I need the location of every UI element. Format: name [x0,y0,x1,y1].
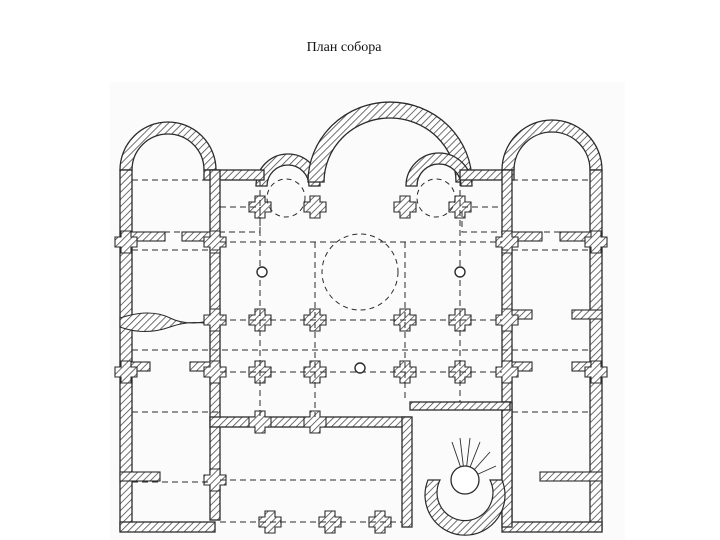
apse-small-left [255,153,321,187]
pier [114,230,138,254]
wall-stair-right [501,401,513,528]
partitions [119,231,603,482]
pier [495,360,519,384]
wall-east-segment-2 [459,169,515,181]
pier [248,410,272,434]
apse-main [307,101,473,183]
central-dome [321,233,399,311]
wall-inner-left [209,169,221,521]
pier [393,195,417,219]
pier [303,410,327,434]
dome-outlines [266,178,456,311]
pier [203,468,227,492]
apse-left [119,121,217,171]
wall-east-segment-1 [203,169,265,181]
pier [495,230,519,254]
slide-title: План собора [306,40,382,55]
wall-stair-left [401,416,413,528]
wall-bottom-right [501,521,603,533]
pier [203,360,227,384]
dome-north-west [266,178,306,218]
wall-bottom-left [119,521,216,533]
pier [203,308,227,332]
pier [495,308,519,332]
outer-walls [119,169,603,533]
spiral-staircase [424,437,506,536]
pier [114,360,138,384]
apse-small-right [405,152,473,187]
apse-right [501,119,603,171]
pier [584,360,608,384]
floor-plan-drawing [114,101,608,536]
pier [448,195,472,219]
pier [203,230,227,254]
columns [256,266,466,374]
pier [584,230,608,254]
dome-north-east [416,178,456,218]
pier [303,195,327,219]
apses [119,101,603,187]
cathedral-floor-plan [110,82,625,540]
vault-outlines [131,179,591,523]
wall-stair-top [409,401,511,411]
